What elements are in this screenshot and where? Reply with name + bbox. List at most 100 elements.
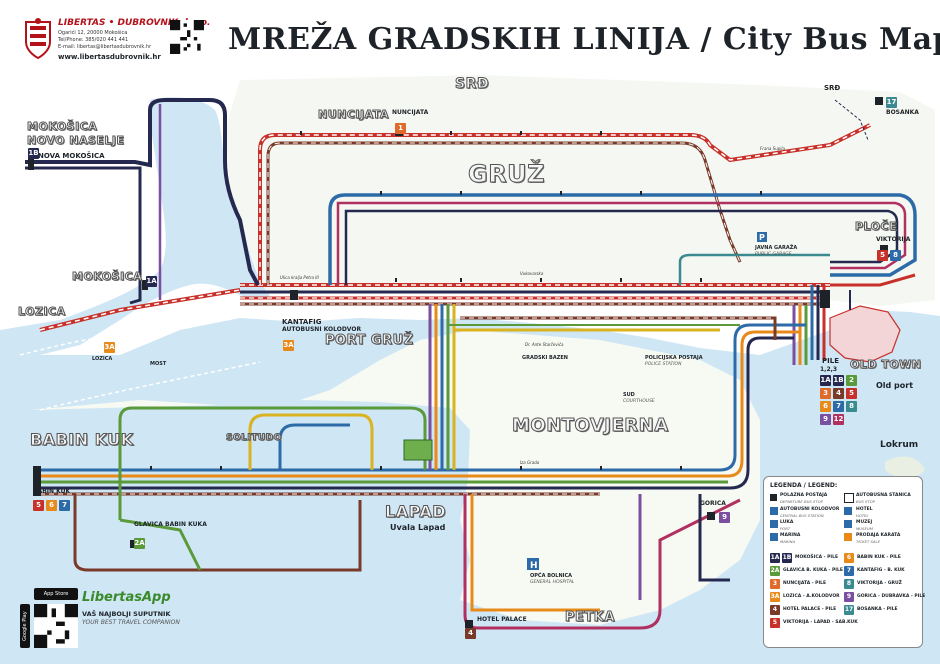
svg-text:H: H xyxy=(530,561,538,571)
bus-stop-icon xyxy=(844,493,854,503)
legend-line-badge: 8 xyxy=(844,579,854,589)
badge-pile-1b[interactable]: 1B xyxy=(833,375,844,386)
solitudo-loop xyxy=(118,406,427,520)
badge-pile-5[interactable]: 5 xyxy=(846,388,857,399)
stop-pile-sub: 1,2,3 xyxy=(820,366,838,373)
page-title: MREŽA GRADSKIH LINIJA / City Bus Map xyxy=(228,22,940,57)
stop-pile[interactable]: PILE xyxy=(822,357,839,365)
area-petka: PETKA xyxy=(565,610,615,626)
area-old-port: Old port xyxy=(876,381,914,390)
legend-line-badge: 4 xyxy=(770,605,780,615)
stop-policijska-sub: POLICE STATION xyxy=(645,362,682,367)
company-web[interactable]: www.libertasdubrovnik.hr xyxy=(58,53,161,61)
legend-title: LEGENDA / LEGEND: xyxy=(770,482,838,489)
badge-babin-kuk-7[interactable]: 7 xyxy=(59,500,70,511)
badge-mokosica-1a[interactable]: 1A xyxy=(146,276,157,287)
legend-line-badge: 6 xyxy=(844,553,854,563)
stop-srd[interactable]: SRĐ xyxy=(824,84,841,92)
area-mokosica: MOKOŠICA xyxy=(71,270,143,284)
road-kralja-petra: Ulica kralja Petra III xyxy=(280,275,319,280)
road-vukovarska: Vukovarska xyxy=(520,271,544,276)
gruz-inner-loop xyxy=(328,193,917,285)
badge-pile-8[interactable]: 8 xyxy=(846,401,857,412)
area-ploce: PLOČE xyxy=(854,220,898,234)
company-phone: Tel/Phone: 385/020 441 441 xyxy=(58,37,129,43)
hotel-icon xyxy=(844,507,852,515)
badge-viktorija-5[interactable]: 5 xyxy=(877,250,888,261)
stop-most[interactable]: MOST xyxy=(150,361,167,367)
srd-cable-route xyxy=(834,99,869,141)
badge-bosanka-17[interactable]: 17 xyxy=(886,97,897,108)
stop-sud-sub: COURTHOUSE xyxy=(623,399,655,404)
badge-pile-2[interactable]: 2 xyxy=(846,375,857,386)
mokosica-line xyxy=(25,98,260,305)
legend-item-label: LUKA xyxy=(780,520,794,525)
lapad-corridor xyxy=(40,323,806,496)
stop-glavica[interactable]: GLAVICA BABIN KUKA xyxy=(134,521,207,528)
legend-line-badge: 5 xyxy=(770,618,780,628)
stop-policijska[interactable]: POLICIJSKA POSTAJA xyxy=(645,355,703,361)
app-title: LibertasApp xyxy=(82,590,171,605)
stop-opca-bolnica[interactable]: OPĆA BOLNICA xyxy=(530,573,573,579)
badge-pile-12[interactable]: 12 xyxy=(833,414,844,425)
stop-gradski-bazen[interactable]: GRADSKI BAZEN xyxy=(522,355,568,361)
badge-lozica-3a[interactable]: 3A xyxy=(104,342,115,353)
badge-glavica-2a[interactable]: 2A xyxy=(134,538,145,549)
legend-line-badge: 2A xyxy=(770,566,780,576)
legend-item-label: PRODAJA KARATA xyxy=(856,533,901,538)
badge-pile-6[interactable]: 6 xyxy=(820,401,831,412)
stop-viktorija[interactable]: VIKTORIJA xyxy=(876,236,911,243)
badge-pile-9[interactable]: 9 xyxy=(820,414,831,425)
badge-pile-4[interactable]: 4 xyxy=(833,388,844,399)
google-play-button[interactable]: Google Play xyxy=(20,604,30,648)
badge-babin-kuk-5[interactable]: 5 xyxy=(33,500,44,511)
departure-stop-icon xyxy=(770,494,777,501)
marina-icon xyxy=(770,533,778,541)
qr-code-icon[interactable] xyxy=(170,20,204,54)
legend-item-label: AUTOBUSNI KOLODVOR xyxy=(780,507,840,512)
badge-babin-kuk-6[interactable]: 6 xyxy=(46,500,57,511)
area-montovjerna: MONTOVJERNA xyxy=(512,415,669,437)
legend-line-badge: 9 xyxy=(844,592,854,602)
stop-nuncijata[interactable]: NUNCIJATA xyxy=(392,109,429,116)
pile-bundle xyxy=(792,285,826,365)
stop-gorica[interactable]: GORICA xyxy=(700,500,726,507)
stop-babin-kuk[interactable]: BABIN KUK xyxy=(33,488,71,495)
legend-panel: LEGENDA / LEGEND: POLAZNA POSTAJA DEPART… xyxy=(763,476,925,648)
badge-gorica-9[interactable]: 9 xyxy=(719,512,730,523)
legend-item-label: HOTEL xyxy=(856,507,873,512)
legend-item-label: MARINA xyxy=(780,533,801,538)
legend-item-sub: MARINA xyxy=(780,539,796,544)
badge-pile-3[interactable]: 3 xyxy=(820,388,831,399)
legend-item-label: POLAZNA POSTAJA xyxy=(780,493,828,498)
gruz-bay xyxy=(0,97,270,356)
legend-line-name: LOZICA - A.KOLODVOR xyxy=(783,594,840,599)
badge-pile-1a[interactable]: 1A xyxy=(820,375,831,386)
badge-hotel-palace-4[interactable]: 4 xyxy=(465,628,476,639)
app-qr-code-icon[interactable] xyxy=(34,604,78,648)
badge-nova-mokosica-1b[interactable]: 1B xyxy=(28,148,39,159)
old-town-walls xyxy=(829,305,901,363)
area-solitudo: SOLITUDO xyxy=(226,433,282,444)
stop-javna-garaza[interactable]: JAVNA GARAŽA xyxy=(755,245,798,251)
badge-kantafig-3a[interactable]: 3A xyxy=(283,340,294,351)
badge-pile-7[interactable]: 7 xyxy=(833,401,844,412)
legend-line-name: VIKTORIJA - LAPAD - SAB.KUK xyxy=(783,620,858,625)
badge-nuncijata-1[interactable]: 1 xyxy=(395,123,406,134)
hospital-icon xyxy=(527,558,539,570)
app-store-button[interactable]: App Store xyxy=(34,588,78,600)
legend-line-badge: 3A xyxy=(770,592,780,602)
stop-nova-mokosica[interactable]: NOVA MOKOŠICA xyxy=(38,152,105,160)
legend-item-sub: HOTEL xyxy=(856,513,869,518)
area-mokosica-novo: MOKOŠICA NOVO NASELJE xyxy=(27,120,125,148)
stop-lozica[interactable]: LOZICA xyxy=(92,356,113,362)
legend-line-badge: 1A xyxy=(770,553,780,563)
stop-kantafig[interactable]: KANTAFIG xyxy=(282,318,322,326)
area-port-gruz: PORT GRUŽ xyxy=(325,333,414,349)
stop-hotel-palace[interactable]: HOTEL PALACE xyxy=(477,616,527,623)
stop-bosanka[interactable]: BOSANKA xyxy=(886,109,919,116)
stop-sud[interactable]: SUD xyxy=(623,392,635,398)
badge-viktorija-8[interactable]: 8 xyxy=(890,250,901,261)
lokrum-island xyxy=(885,456,925,478)
